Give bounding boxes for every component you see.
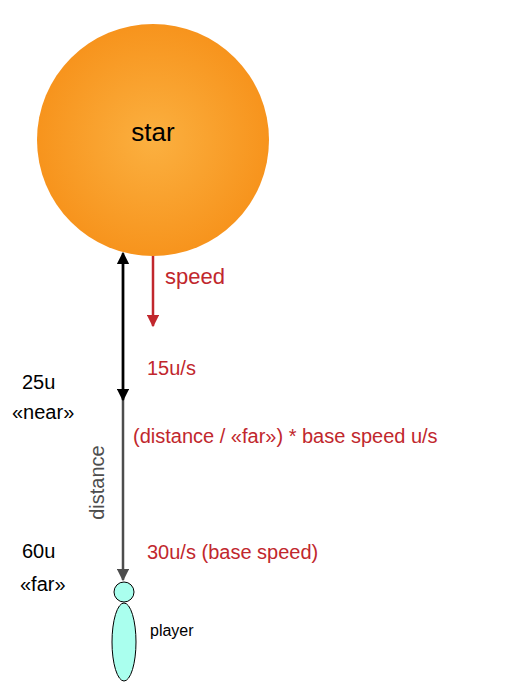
annotation-label: 60u [22,540,55,563]
annotation-label: 15u/s [147,357,196,380]
annotation-label: «far» [20,573,66,596]
annotation-label: 30u/s (base speed) [147,541,318,564]
annotation-label: speed [165,264,225,289]
annotation-label: (distance / «far») * base speed u/s [133,425,438,448]
near-distance-arrow [122,259,125,400]
annotation-label: 25u [22,371,55,394]
node-label: star [131,118,174,148]
player-figure: player [110,581,138,682]
node-label: player [150,622,194,640]
star-circle: star [37,24,269,256]
player-body [112,603,136,681]
player-shape [110,581,138,682]
player-head [114,582,134,602]
annotation-label: «near» [12,401,74,424]
speed-arrow [152,247,155,326]
distance-arrow [122,253,125,580]
edge-label: distance [86,445,109,520]
